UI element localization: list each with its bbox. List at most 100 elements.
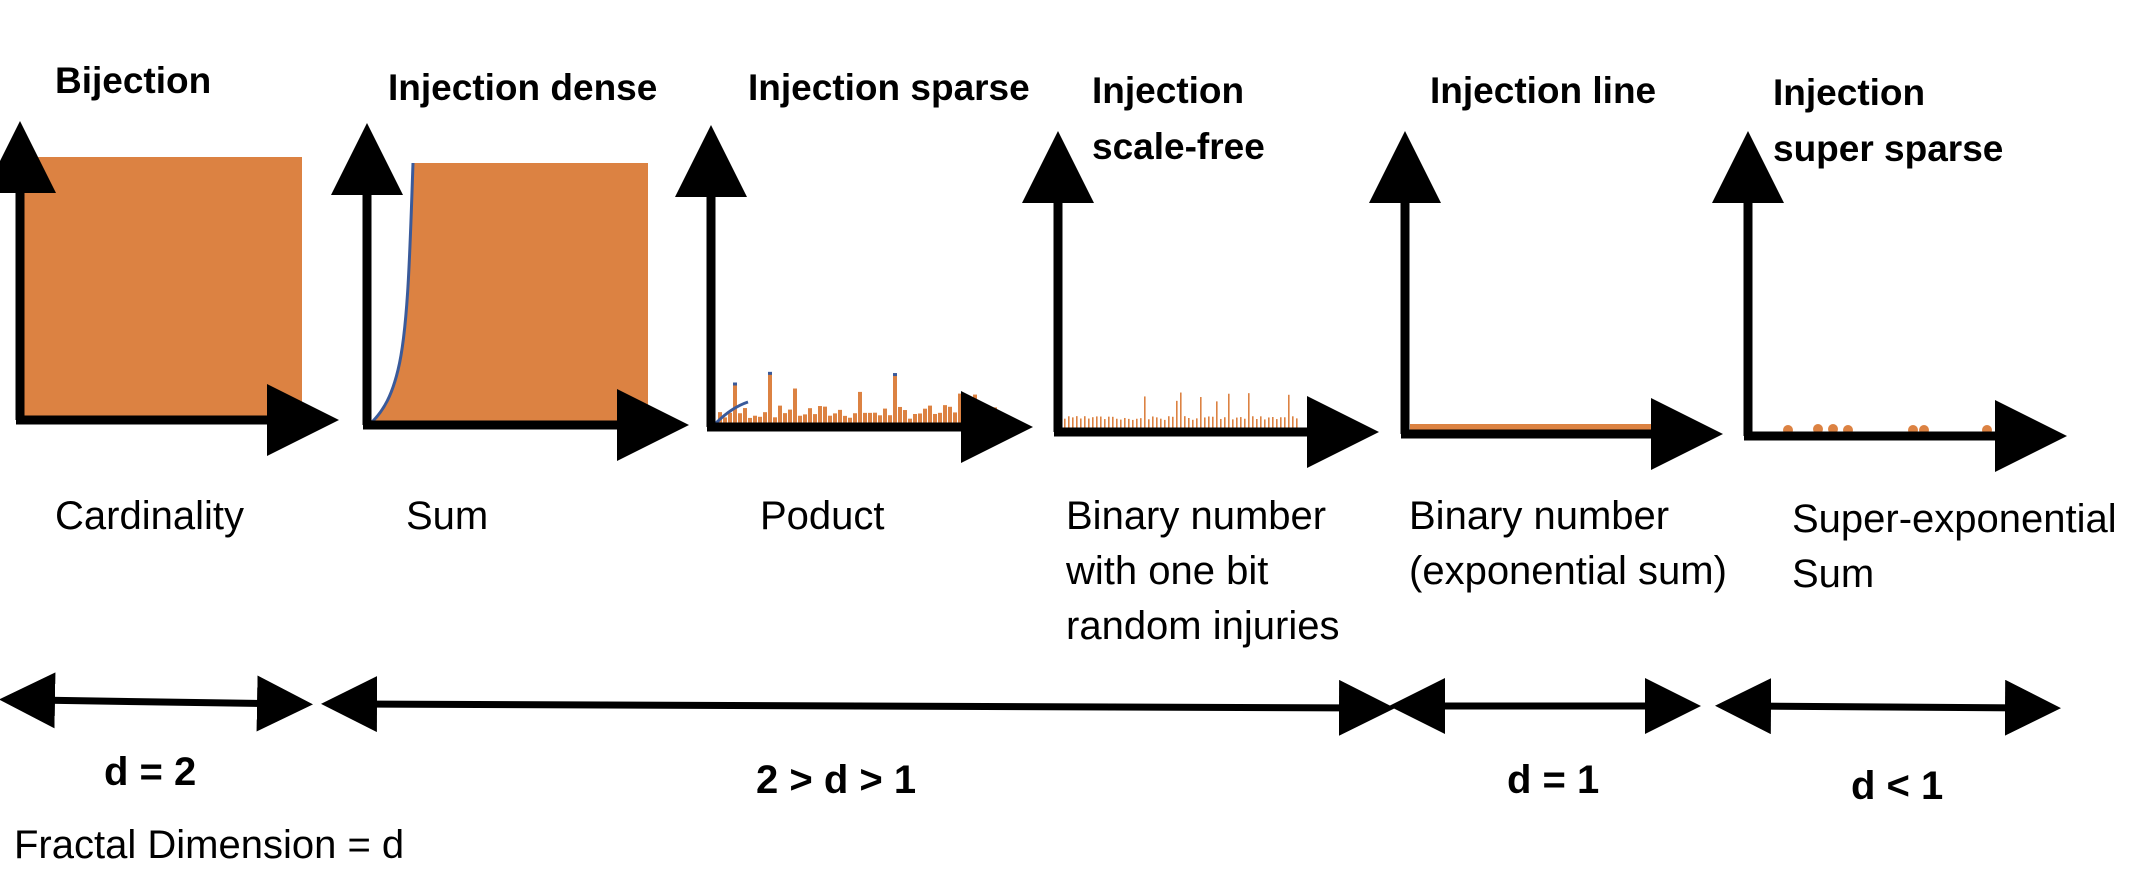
- caption-binary-number-random: Binary number with one bit random injuri…: [1066, 494, 1340, 648]
- scale-free-tick: [1144, 396, 1146, 428]
- sparse-bar: [868, 412, 872, 423]
- sparse-bar: [738, 413, 742, 423]
- sparse-bar: [788, 409, 792, 423]
- scale-free-tick: [1096, 416, 1098, 428]
- scale-free-tick: [1276, 419, 1278, 428]
- scale-free-tick: [1080, 418, 1082, 428]
- sparse-bar: [798, 415, 802, 423]
- sparse-bar: [823, 406, 827, 423]
- sparse-bar: [753, 415, 757, 423]
- sparse-bar: [863, 412, 867, 423]
- sparse-bar: [918, 413, 922, 423]
- scale-free-tick: [1100, 416, 1102, 428]
- scale-free-tick: [1264, 419, 1266, 428]
- gap-region: [372, 163, 413, 422]
- scale-free-tick: [1084, 416, 1086, 428]
- sparse-bars: [718, 371, 997, 423]
- scale-free-tick: [1232, 419, 1234, 428]
- title-injection-line: Injection line: [1430, 70, 1657, 111]
- scale-free-tick: [1212, 416, 1214, 428]
- sparse-bar: [873, 412, 877, 423]
- sparse-bar: [888, 415, 892, 423]
- scale-free-tick: [1240, 417, 1242, 428]
- scale-free-tick: [1252, 416, 1254, 428]
- scale-free-tick: [1244, 418, 1246, 428]
- scale-free-tick: [1228, 393, 1230, 428]
- sparse-bar: [973, 394, 977, 423]
- panel-injection-dense-plot: [331, 123, 689, 461]
- scale-free-tick: [1152, 416, 1154, 428]
- scale-free-tick: [1088, 418, 1090, 428]
- scale-free-tick: [1160, 418, 1162, 428]
- range-arrow-lt1: [1715, 678, 2061, 736]
- scale-free-tick: [1156, 417, 1158, 428]
- sparse-bar: [993, 407, 997, 423]
- filled-area: [372, 163, 648, 423]
- density-curve: [370, 162, 415, 424]
- start-curve: [714, 400, 749, 425]
- sparse-bar: [893, 375, 897, 423]
- sparse-bar: [773, 417, 777, 423]
- sparse-bar: [733, 384, 737, 423]
- range-arrow-d2: [0, 672, 313, 732]
- sparse-bar: [883, 408, 887, 423]
- scale-free-tick: [1128, 418, 1130, 428]
- scale-free-tick: [1108, 416, 1110, 428]
- scale-free-tick: [1292, 416, 1294, 428]
- sparse-bar: [963, 418, 967, 423]
- scale-free-tick: [1148, 419, 1150, 428]
- label-d-equals-1: d = 1: [1507, 758, 1600, 802]
- sparse-bar-cap: [733, 382, 737, 386]
- caption-poduct: Poduct: [760, 494, 885, 538]
- scale-free-tick: [1176, 400, 1178, 428]
- sparse-bar: [728, 412, 732, 423]
- scale-free-tick: [1072, 417, 1074, 428]
- sparse-bar: [818, 406, 822, 423]
- scale-free-ticks: [1064, 392, 1298, 428]
- sparse-bar: [933, 413, 937, 423]
- sparse-bar: [808, 408, 812, 423]
- title-injection-dense: Injection dense: [388, 67, 658, 108]
- scale-free-tick: [1076, 416, 1078, 428]
- title-injection-scale-free: Injection scale-free: [1092, 70, 1265, 167]
- panel-injection-scale-free-plot: [1022, 131, 1379, 468]
- title-injection-super-sparse: Injection super sparse: [1773, 72, 2004, 169]
- scale-free-tick: [1284, 417, 1286, 428]
- sparse-bar: [813, 414, 817, 423]
- sparse-bar: [913, 413, 917, 423]
- scale-free-tick: [1172, 416, 1174, 428]
- fractal-dimension-note: Fractal Dimension = d: [14, 823, 405, 867]
- scale-free-tick: [1280, 417, 1282, 428]
- caption-sum: Sum: [406, 494, 489, 538]
- sparse-bar: [843, 415, 847, 423]
- label-d-between: 2 > d > 1: [756, 758, 917, 802]
- panel-bijection-plot: [0, 121, 339, 456]
- scale-free-tick: [1064, 418, 1066, 428]
- range-arrow-between: [321, 676, 1395, 736]
- sparse-bar: [958, 393, 962, 423]
- sparse-bar: [768, 373, 772, 423]
- sparse-bar: [723, 417, 727, 423]
- scale-free-tick: [1288, 394, 1290, 428]
- scale-free-tick: [1236, 417, 1238, 428]
- sparse-bar: [838, 409, 842, 423]
- sparse-bar: [953, 412, 957, 423]
- caption-binary-number-exponential: Binary number (exponential sum): [1409, 494, 1727, 593]
- scale-free-tick: [1120, 419, 1122, 428]
- sparse-bar-cap: [768, 371, 772, 375]
- sparse-bar-cap: [893, 373, 897, 377]
- sparse-bar: [923, 408, 927, 423]
- sparse-bar: [748, 417, 752, 423]
- scale-free-tick: [1296, 418, 1298, 428]
- scale-free-tick: [1208, 416, 1210, 428]
- scale-free-tick: [1220, 418, 1222, 428]
- panel-injection-super-sparse-plot: [1712, 131, 2067, 472]
- label-d-less-1: d < 1: [1851, 764, 1944, 808]
- panel-injection-sparse-plot: [675, 125, 1033, 463]
- scale-free-tick: [1268, 417, 1270, 428]
- scale-free-tick: [1192, 419, 1194, 428]
- sparse-bar: [878, 415, 882, 423]
- sparse-bar: [833, 413, 837, 423]
- scale-free-tick: [1200, 397, 1202, 428]
